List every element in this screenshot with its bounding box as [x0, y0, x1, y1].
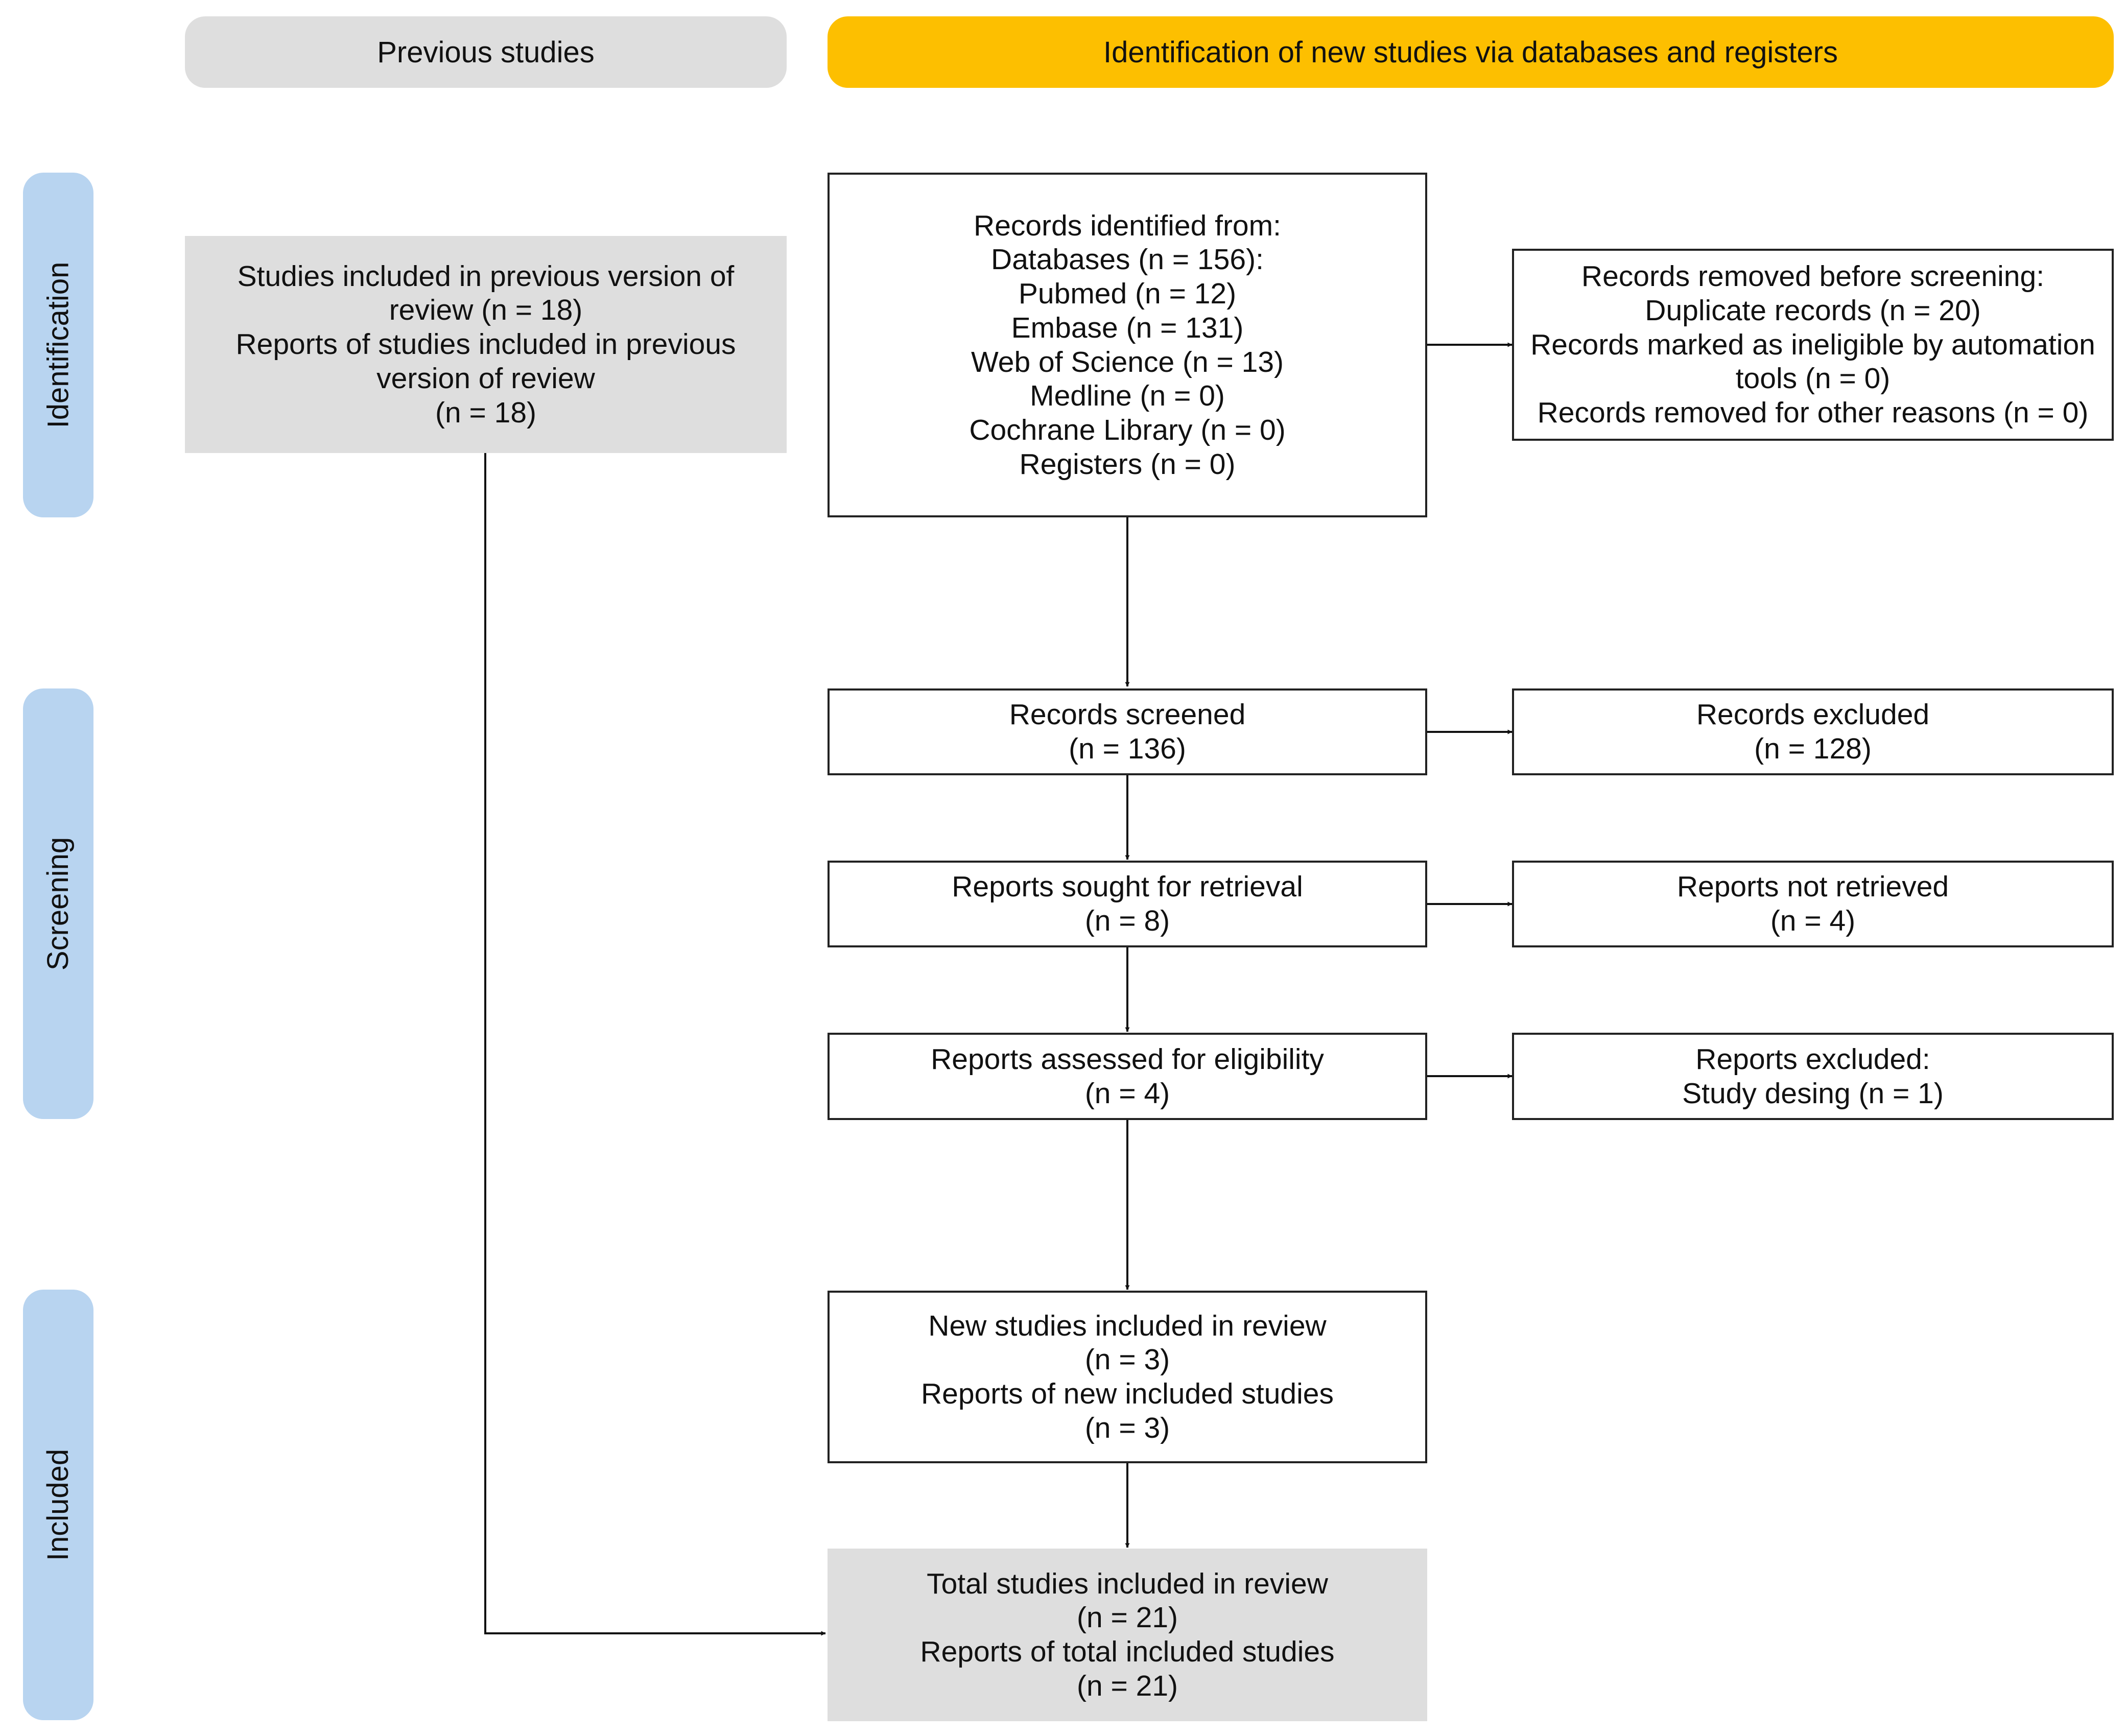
box-line: Pubmed (n = 12) — [1018, 277, 1237, 311]
box-line: Total studies included in review — [927, 1567, 1328, 1600]
box-line: New studies included in review — [928, 1309, 1327, 1342]
box-line: Databases (n = 156): — [991, 243, 1264, 276]
box-line: (n = 3) — [1084, 1411, 1170, 1444]
previous-studies-header: Previous studies — [185, 16, 787, 88]
arrow-previous-to-total — [484, 453, 826, 1636]
box-line: review (n = 18) — [389, 294, 583, 327]
box-line: version of review — [376, 362, 595, 395]
phase-identification: Identification — [23, 173, 93, 517]
new-studies-header-text: Identification of new studies via databa… — [1103, 35, 1838, 69]
phase-included: Included — [23, 1290, 93, 1720]
box-line: Reports of total included studies — [920, 1635, 1335, 1668]
box-line: (n = 8) — [1084, 905, 1170, 937]
reports-sought-box: Reports sought for retrieval (n = 8) — [828, 861, 1427, 947]
box-line: (n = 4) — [1084, 1077, 1170, 1110]
box-line: Reports not retrieved — [1676, 870, 1949, 903]
previous-studies-box: Studies included in previous version of … — [185, 236, 787, 453]
box-line: (n = 21) — [1076, 1601, 1178, 1634]
box-line: Reports assessed for eligibility — [931, 1042, 1324, 1076]
box-line: (n = 21) — [1076, 1669, 1178, 1702]
box-line: Embase (n = 131) — [1011, 311, 1244, 344]
box-line: Registers (n = 0) — [1019, 447, 1236, 481]
box-line: Cochrane Library (n = 0) — [969, 413, 1286, 446]
box-line: Reports of new included studies — [921, 1377, 1334, 1410]
box-line: (n = 3) — [1084, 1343, 1170, 1376]
box-line: (n = 18) — [435, 396, 537, 429]
new-studies-header: Identification of new studies via databa… — [828, 16, 2114, 88]
box-line: Records removed before screening: — [1581, 260, 2045, 293]
box-line: (n = 4) — [1770, 905, 1856, 937]
records-removed-box: Records removed before screening: Duplic… — [1512, 249, 2114, 441]
box-line: Records removed for other reasons (n = 0… — [1537, 396, 2089, 430]
box-line: Records identified from: — [974, 209, 1281, 242]
previous-studies-header-text: Previous studies — [377, 35, 595, 69]
box-line: Records excluded — [1696, 698, 1930, 731]
total-studies-included-box: Total studies included in review (n = 21… — [828, 1549, 1427, 1721]
phase-screening: Screening — [23, 688, 93, 1119]
box-line: Reports sought for retrieval — [952, 870, 1303, 903]
box-line: Web of Science (n = 13) — [971, 345, 1284, 378]
box-line: Study desing (n = 1) — [1682, 1077, 1944, 1110]
new-studies-included-box: New studies included in review (n = 3) R… — [828, 1291, 1427, 1463]
records-identified-box: Records identified from: Databases (n = … — [828, 173, 1427, 517]
box-line: Duplicate records (n = 20) — [1645, 294, 1981, 327]
box-line: Reports excluded: — [1695, 1042, 1930, 1076]
records-excluded-box: Records excluded (n = 128) — [1512, 688, 2114, 775]
box-line: Reports of studies included in previous — [235, 328, 736, 361]
box-line: (n = 128) — [1754, 732, 1872, 765]
box-line: Medline (n = 0) — [1030, 379, 1225, 413]
reports-excluded-box: Reports excluded: Study desing (n = 1) — [1512, 1033, 2114, 1120]
reports-assessed-box: Reports assessed for eligibility (n = 4) — [828, 1033, 1427, 1120]
reports-not-retrieved-box: Reports not retrieved (n = 4) — [1512, 861, 2114, 947]
box-line: Studies included in previous version of — [237, 259, 735, 293]
box-line: Records screened — [1009, 698, 1246, 731]
records-screened-box: Records screened (n = 136) — [828, 688, 1427, 775]
box-line: Records marked as ineligible by automati… — [1530, 328, 2095, 361]
box-line: (n = 136) — [1069, 732, 1186, 765]
box-line: tools (n = 0) — [1735, 362, 1891, 395]
